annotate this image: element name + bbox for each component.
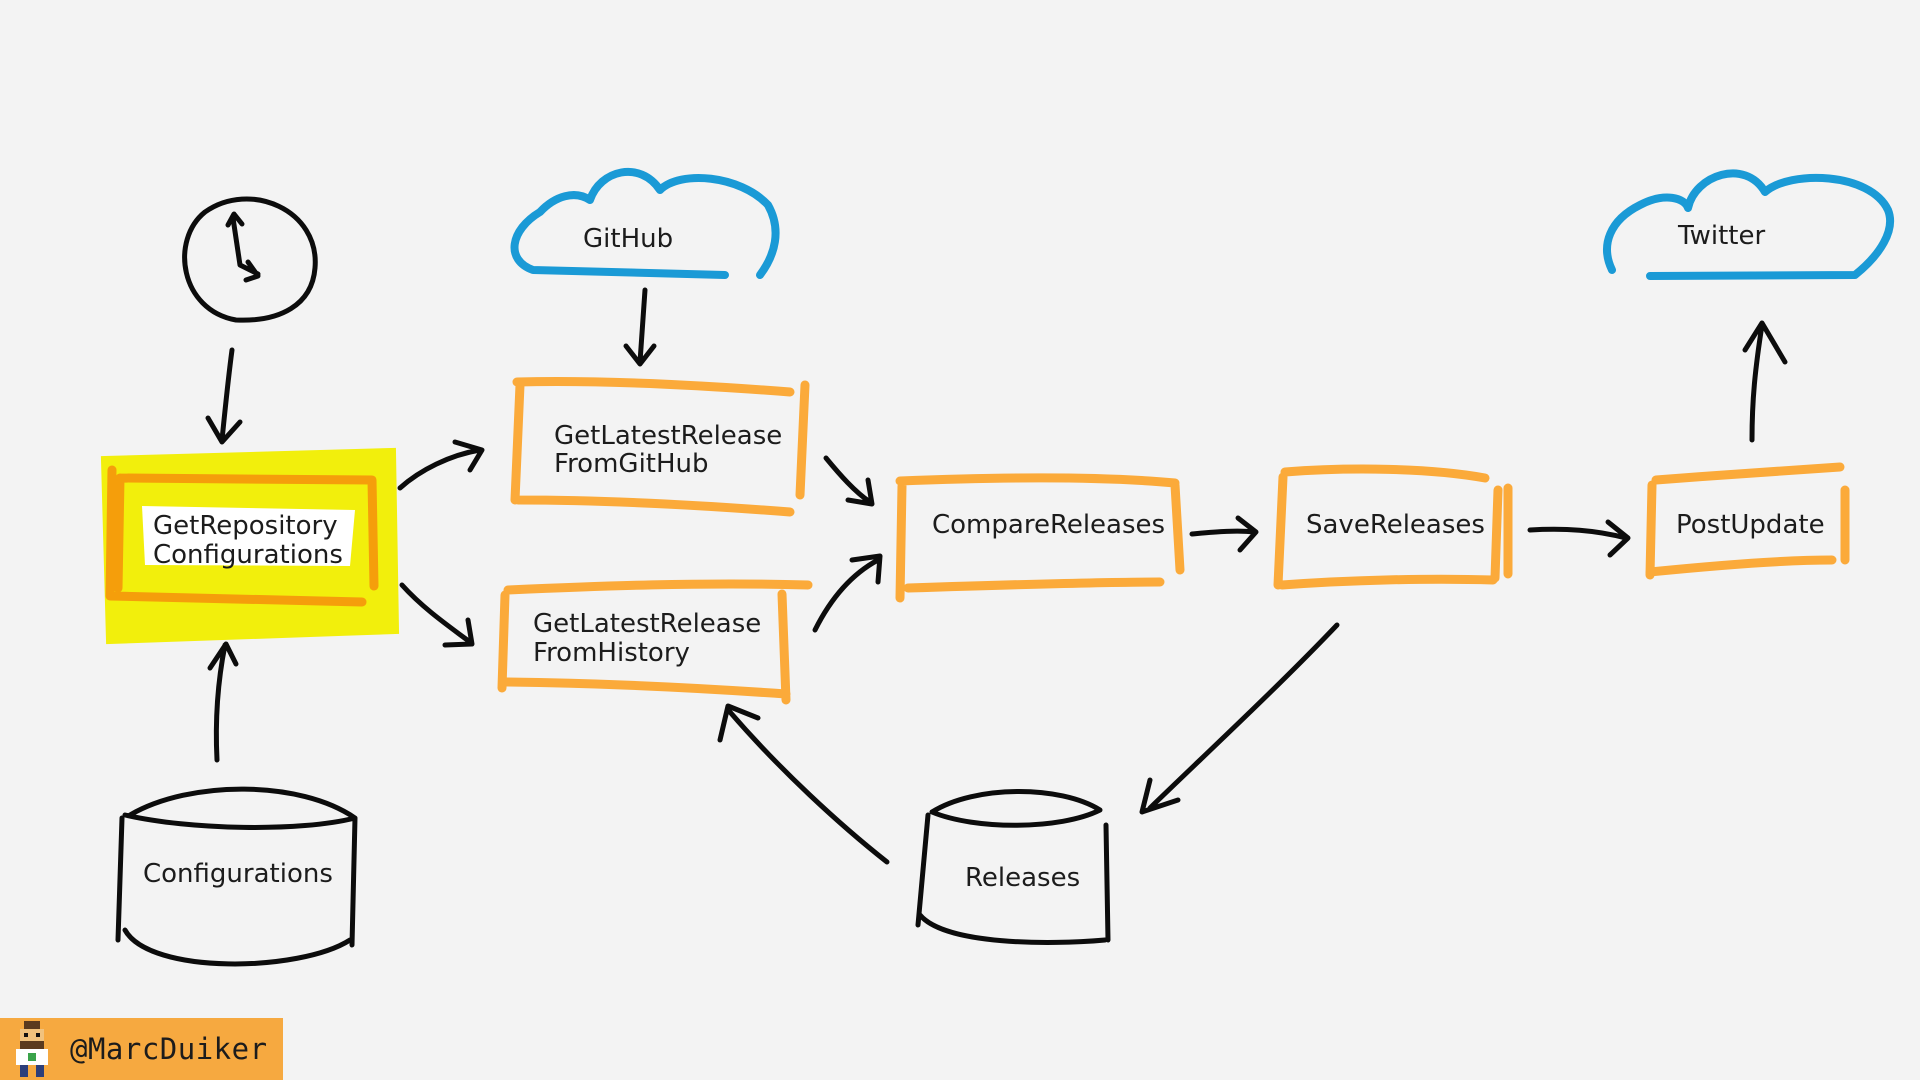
database-icon [115, 786, 358, 967]
arrow-github-to-compare [823, 455, 875, 507]
node-label: Releases [965, 863, 1080, 893]
node-label-line1: GetRepository [153, 511, 338, 541]
node-label: SaveReleases [1306, 510, 1485, 540]
get-repository-configurations-node: GetRepository Configurations [100, 447, 400, 645]
node-label: CompareReleases [932, 510, 1165, 540]
configurations-store-node: Configurations [115, 786, 358, 967]
arrow-getrepo-to-getlatest-history [399, 582, 475, 648]
arrow-timer-to-getrepo [205, 347, 243, 445]
function-box [1273, 464, 1513, 590]
node-label-line1: GetLatestRelease [554, 421, 782, 451]
node-label-line2: FromHistory [533, 638, 690, 668]
get-latest-release-history-node: GetLatestRelease FromHistory [497, 579, 813, 705]
database-icon [915, 789, 1111, 945]
function-box [105, 465, 379, 607]
github-cloud-node: GitHub [510, 168, 780, 279]
post-update-node: PostUpdate [1645, 462, 1850, 580]
save-releases-node: SaveReleases [1273, 464, 1513, 590]
function-box [1645, 462, 1850, 580]
author-badge: @MarcDuiker [0, 1018, 283, 1080]
arrow-history-to-compare [812, 553, 883, 633]
arrow-compare-to-save [1189, 515, 1259, 553]
label-backdrop [142, 506, 355, 566]
clock-hands-icon [225, 211, 261, 283]
twitter-cloud-node: Twitter [1603, 169, 1895, 280]
releases-store-node: Releases [915, 789, 1111, 945]
function-box [510, 377, 810, 517]
github-label: GitHub [583, 224, 673, 254]
function-box [895, 473, 1185, 603]
node-label: PostUpdate [1676, 510, 1825, 540]
timer-trigger-node [182, 196, 318, 323]
edges [205, 287, 1788, 865]
pixel-avatar-icon [12, 1021, 52, 1077]
arrow-releases-to-history [717, 703, 890, 865]
author-handle: @MarcDuiker [70, 1032, 268, 1066]
get-latest-release-github-node: GetLatestRelease FromGitHub [510, 377, 810, 517]
node-label-line1: GetLatestRelease [533, 609, 761, 639]
function-box [497, 579, 813, 705]
compare-releases-node: CompareReleases [895, 473, 1185, 603]
arrow-getrepo-to-getlatest-github [397, 439, 485, 491]
cloud-icon [510, 168, 780, 279]
node-label-line2: FromGitHub [554, 449, 709, 479]
node-label: Configurations [143, 859, 333, 889]
arrow-configs-to-getrepo [207, 641, 239, 763]
arrow-save-to-post [1527, 519, 1631, 558]
cloud-icon [1603, 169, 1895, 280]
node-label-line2: Configurations [153, 540, 343, 570]
arrow-github-to-getlatest [623, 287, 657, 367]
clock-icon [182, 196, 318, 323]
twitter-label: Twitter [1677, 221, 1765, 251]
arrow-post-to-twitter [1742, 320, 1788, 443]
arrow-save-to-releases [1139, 622, 1340, 815]
